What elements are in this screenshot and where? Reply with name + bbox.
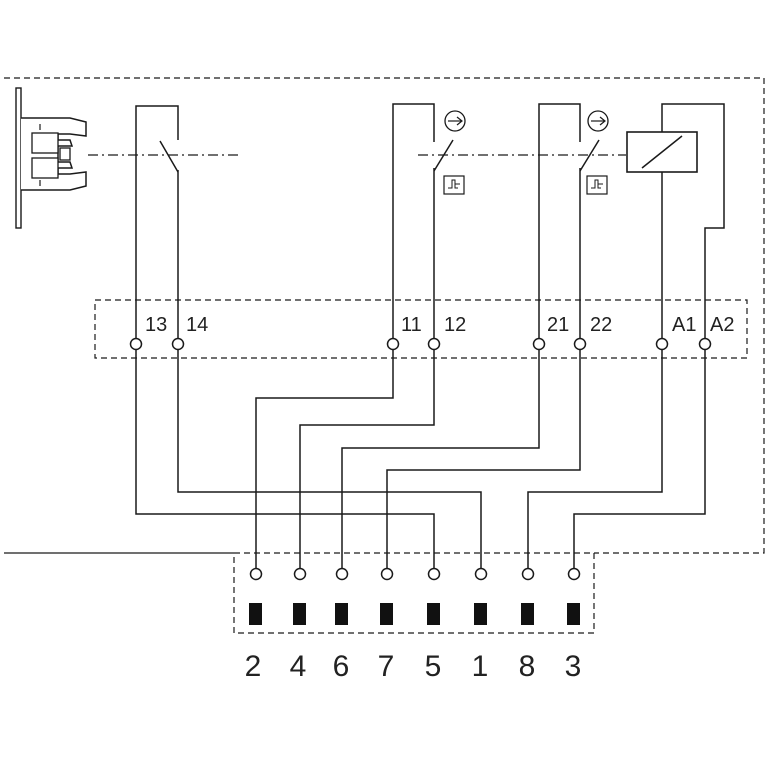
connector-housing bbox=[233, 552, 595, 634]
pin-number: 7 bbox=[378, 650, 395, 683]
connector-pin bbox=[293, 603, 306, 625]
terminal-label-13: 13 bbox=[145, 314, 167, 336]
terminal-label-a1: A1 bbox=[672, 314, 696, 336]
pin-number: 1 bbox=[472, 650, 489, 683]
contact-21-22 bbox=[538, 103, 609, 343]
connector-pin bbox=[380, 603, 393, 625]
terminal-strip bbox=[94, 299, 748, 359]
connector-pin bbox=[249, 603, 262, 625]
terminal-label-a2: A2 bbox=[710, 314, 734, 336]
solenoid-coil bbox=[626, 103, 725, 343]
pin-number: 6 bbox=[333, 650, 350, 683]
terminal-label-12: 12 bbox=[444, 314, 466, 336]
pin-number: 8 bbox=[519, 650, 536, 683]
connector-pin bbox=[474, 603, 487, 625]
pin-number: 4 bbox=[290, 650, 307, 683]
internal-wiring bbox=[135, 343, 706, 573]
pin-number: 2 bbox=[245, 650, 262, 683]
terminal-label-22: 22 bbox=[590, 314, 612, 336]
contact-11-12 bbox=[392, 103, 466, 343]
device-enclosure bbox=[4, 77, 765, 554]
connector-pin bbox=[335, 603, 348, 625]
terminal-points bbox=[129, 337, 712, 351]
pin-number: 3 bbox=[565, 650, 582, 683]
connector-pins bbox=[249, 567, 581, 625]
terminal-label-11: 11 bbox=[401, 314, 422, 336]
terminal-label-14: 14 bbox=[186, 314, 208, 336]
pin-number: 5 bbox=[425, 650, 442, 683]
terminal-label-21: 21 bbox=[547, 314, 569, 336]
positive-opening-icon bbox=[586, 175, 608, 195]
connector-pin bbox=[567, 603, 580, 625]
contact-13-14 bbox=[135, 105, 179, 343]
positive-opening-icon bbox=[443, 175, 465, 195]
connector-pin bbox=[521, 603, 534, 625]
actuator-latch-icon bbox=[15, 87, 87, 229]
connector-pin bbox=[427, 603, 440, 625]
